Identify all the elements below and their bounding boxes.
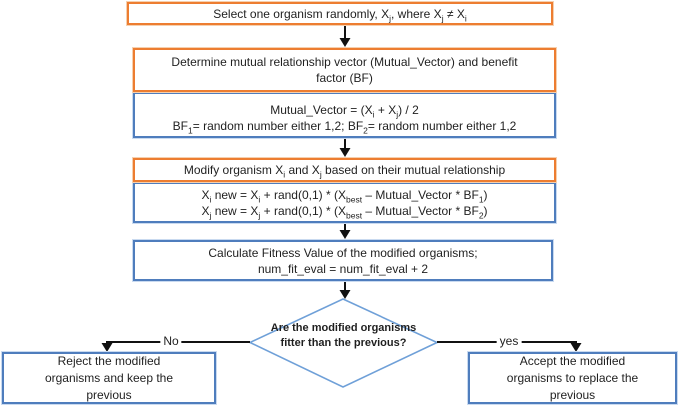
arrow-select-to-determine — [339, 26, 351, 47]
arrow-modify-to-fitness — [339, 224, 351, 239]
fitness-calculation-box: Calculate Fitness Value of the modified … — [133, 240, 553, 281]
no-branch-label: No — [160, 334, 182, 348]
yes-branch-label: yes — [496, 334, 522, 348]
modify-formula-box: Xi new = Xi + rand(0,1) * (Xbest – Mutua… — [133, 182, 556, 223]
modify-organism-box: Modify organism Xi and Xj based on their… — [133, 158, 556, 182]
arrow-fitness-to-decision — [339, 282, 351, 299]
select-organism-box: Select one organism randomly, Xj, where … — [127, 2, 553, 25]
arrow-determine-to-modify — [339, 139, 351, 157]
determine-vector-box: Determine mutual relationship vector (Mu… — [133, 48, 556, 92]
